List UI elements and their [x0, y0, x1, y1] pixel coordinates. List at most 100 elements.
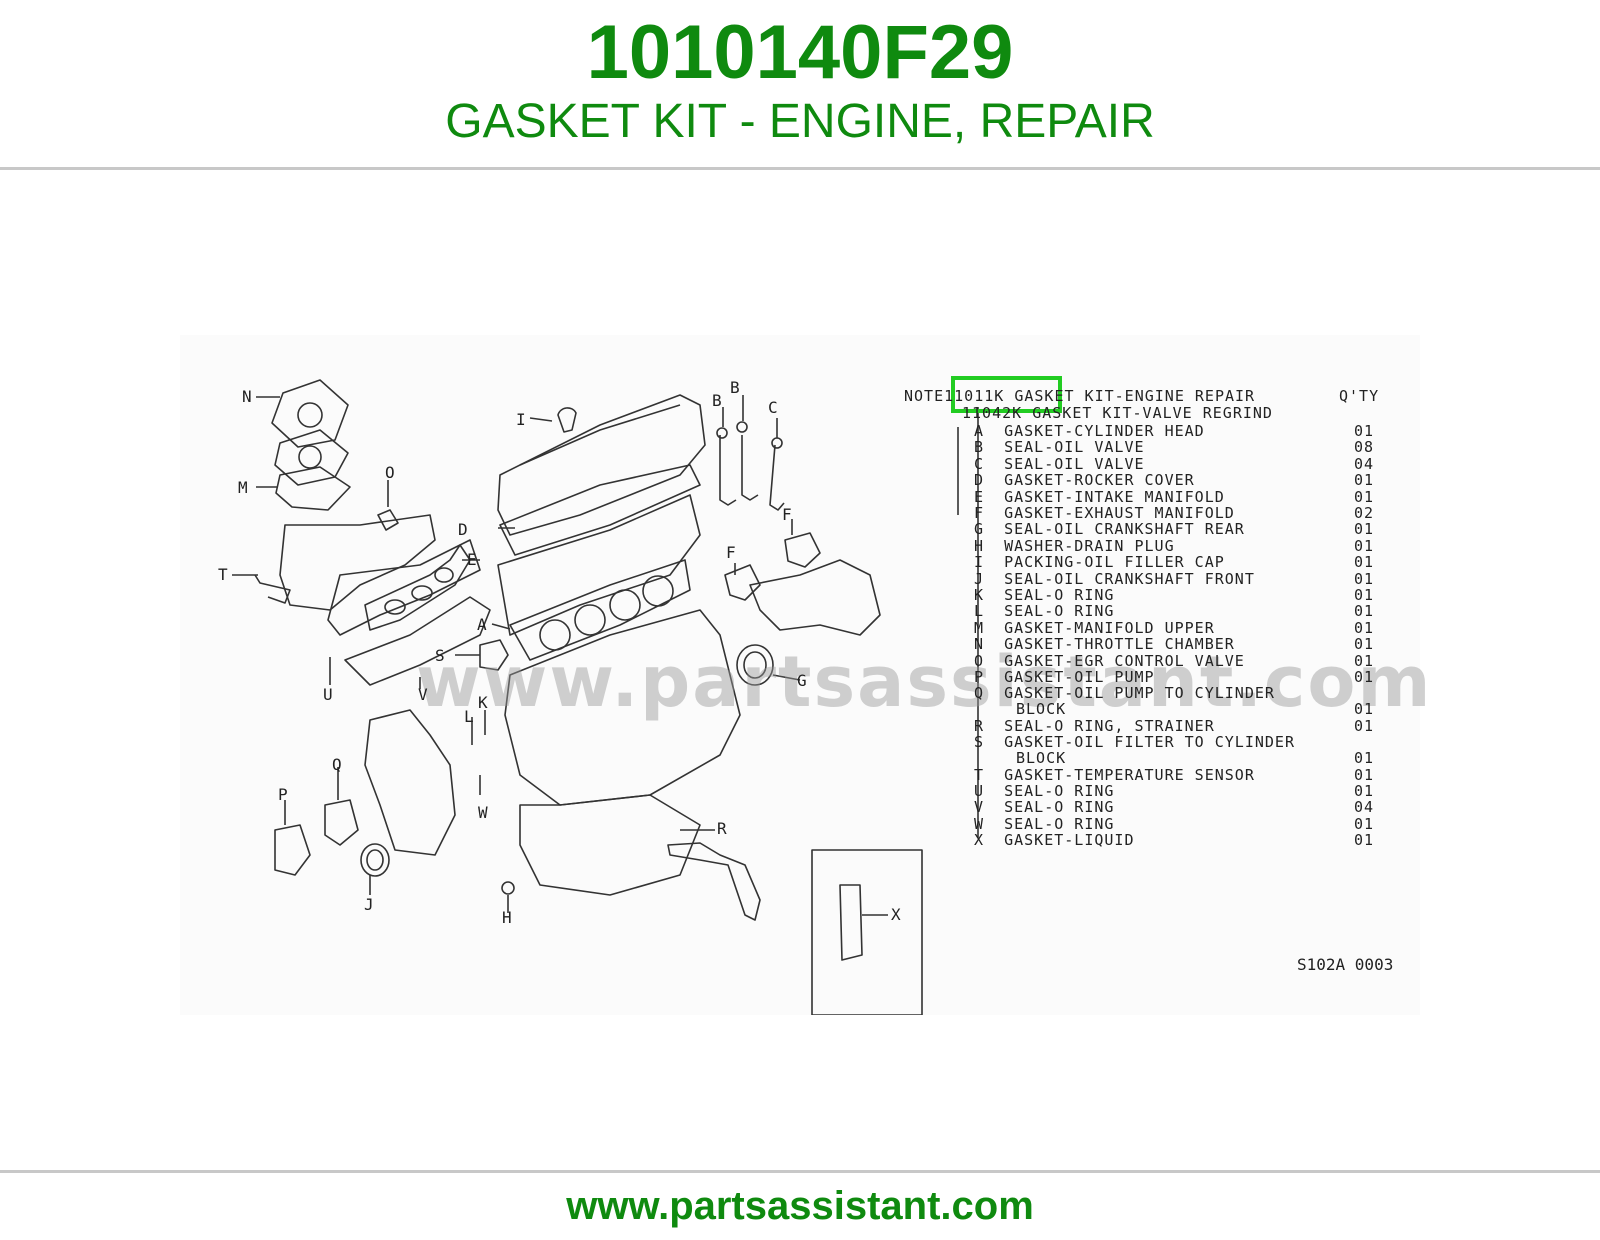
- part-name: SEAL-O RING: [1004, 814, 1115, 833]
- part-qty: 01: [1354, 520, 1375, 539]
- part-row-q: Q GASKET-OIL PUMP TO CYLINDER: [974, 684, 1275, 703]
- kit-line-1: NOTE11011K GASKET KIT-ENGINE REPAIR: [904, 387, 1256, 405]
- gasket-x-box: [811, 849, 923, 1015]
- part-qty: 01: [1354, 586, 1375, 604]
- part-row-j: J SEAL-OIL CRANKSHAFT FRONT: [974, 569, 1255, 588]
- part-qty: 04: [1354, 798, 1375, 817]
- callout-b: B: [730, 378, 740, 397]
- engine-block: [504, 609, 741, 806]
- part-qty: 08: [1354, 438, 1375, 457]
- part-letter: M: [974, 618, 985, 637]
- cylinder-head: [497, 494, 701, 636]
- part-row-r: R SEAL-O RING, STRAINER: [974, 716, 1215, 735]
- rocker-cover: [497, 394, 706, 536]
- gasket-n-shape: [271, 379, 349, 448]
- part-row-b: B SEAL-OIL VALVE: [974, 438, 1145, 457]
- part-row-e: E GASKET-INTAKE MANIFOLD: [974, 487, 1225, 506]
- part-letter: X: [974, 831, 985, 850]
- part-name: SEAL-O RING: [1004, 602, 1115, 621]
- part-row-a: A GASKET-CYLINDER HEAD: [974, 422, 1205, 440]
- part-name: WASHER-DRAIN PLUG: [1004, 536, 1175, 555]
- part-letter: N: [974, 635, 985, 654]
- callout-f: F: [726, 543, 736, 562]
- part-qty: 01: [1354, 749, 1375, 768]
- part-row-l: L SEAL-O RING: [974, 602, 1115, 621]
- part-name: SEAL-O RING, STRAINER: [1004, 716, 1215, 735]
- part-name: GASKET-INTAKE MANIFOLD: [1004, 487, 1225, 506]
- callout-j: J: [364, 895, 374, 914]
- gasket-a-shape: [509, 559, 691, 661]
- callout-t: T: [218, 565, 228, 584]
- part-name: GASKET-OIL PUMP TO CYLINDER: [1004, 684, 1275, 703]
- part-row-p: P GASKET-OIL PUMP: [974, 668, 1155, 686]
- part-number: 1010140F29: [586, 10, 1014, 95]
- callout-r: R: [717, 819, 727, 838]
- part-qty: 01: [1354, 602, 1375, 621]
- part-letter: V: [974, 798, 985, 817]
- part-qty: 01: [1354, 487, 1375, 506]
- part-title: GASKET KIT - ENGINE, REPAIR: [445, 95, 1155, 148]
- part-name: SEAL-O RING: [1004, 586, 1115, 604]
- part-letter: H: [974, 536, 985, 555]
- part-qty: 01: [1354, 651, 1375, 670]
- kit-line-1-text: 11011K GASKET KIT-ENGINE REPAIR: [944, 387, 1256, 405]
- part-letter: B: [974, 438, 985, 457]
- footer-url: www.partsassistant.com: [566, 1184, 1034, 1228]
- timing-cover: [364, 709, 456, 856]
- part-name: GASKET-OIL PUMP: [1004, 668, 1155, 686]
- part-qty: 01: [1354, 765, 1375, 784]
- part-qty: 01: [1354, 536, 1375, 555]
- part-letter: J: [974, 569, 985, 588]
- part-letter: Q: [974, 684, 985, 703]
- callout-p: P: [278, 785, 288, 804]
- callout-a: A: [477, 615, 487, 634]
- part-qty: 01: [1354, 471, 1375, 490]
- part-letter: P: [974, 668, 985, 686]
- part-letter: K: [974, 586, 985, 604]
- callout-e: E: [467, 550, 477, 569]
- part-name: PACKING-OIL FILLER CAP: [1004, 553, 1225, 572]
- part-qty: 01: [1354, 668, 1375, 686]
- parts-list: NOTE11011K GASKET KIT-ENGINE REPAIR Q'TY…: [904, 385, 1404, 855]
- part-qty: 02: [1354, 504, 1375, 522]
- part-letter: O: [974, 651, 985, 670]
- code-highlight-box: [951, 376, 1062, 413]
- part-name: SEAL-O RING: [1004, 798, 1115, 817]
- part-name: GASKET-THROTTLE CHAMBER: [1004, 635, 1235, 654]
- part-letter: E: [974, 487, 985, 506]
- callout-v: V: [418, 685, 428, 704]
- callout-g: G: [797, 671, 807, 690]
- oil-pump: [274, 824, 311, 876]
- part-name: SEAL-OIL CRANKSHAFT FRONT: [1004, 569, 1255, 588]
- callout-n: N: [242, 387, 252, 406]
- part-name: GASKET-EGR CONTROL VALVE: [1004, 651, 1245, 670]
- part-name: SEAL-OIL VALVE: [1004, 438, 1145, 457]
- part-qty: 01: [1354, 716, 1375, 735]
- part-row-k: K SEAL-O RING: [974, 586, 1115, 604]
- page-header: 1010140F29 GASKET KIT - ENGINE, REPAIR: [0, 0, 1600, 168]
- callout-q: Q: [332, 755, 342, 774]
- watermark: www.partsassistant.com: [416, 641, 1433, 723]
- part-letter: R: [974, 716, 985, 735]
- part-name: SEAL-O RING: [1004, 782, 1115, 800]
- part-qty: 01: [1354, 782, 1375, 800]
- part-row-d: D GASKET-ROCKER COVER: [974, 471, 1195, 489]
- part-qty: 01: [1354, 831, 1375, 850]
- part-letter: S: [974, 733, 985, 752]
- part-row-f: F GASKET-EXHAUST MANIFOLD: [974, 504, 1235, 522]
- part-name-cont: BLOCK: [1016, 749, 1067, 768]
- part-qty: 01: [1354, 814, 1375, 833]
- header-divider: [0, 167, 1600, 170]
- callout-c: C: [768, 398, 778, 417]
- qty-header: Q'TY: [1339, 387, 1380, 405]
- callout-b: B: [712, 391, 722, 410]
- part-letter: C: [974, 454, 985, 473]
- engine-exploded-view: [232, 376, 1062, 1015]
- part-row-v: V SEAL-O RING: [974, 798, 1115, 817]
- part-row-c: C SEAL-OIL VALVE: [974, 454, 1145, 473]
- part-name: GASKET-OIL FILTER TO CYLINDER: [1004, 733, 1295, 752]
- part-row-x: X GASKET-LIQUID: [974, 831, 1135, 850]
- part-row-s: S GASKET-OIL FILTER TO CYLINDER: [974, 733, 1295, 752]
- part-name: GASKET-EXHAUST MANIFOLD: [1004, 504, 1235, 522]
- part-qty: 04: [1354, 454, 1375, 473]
